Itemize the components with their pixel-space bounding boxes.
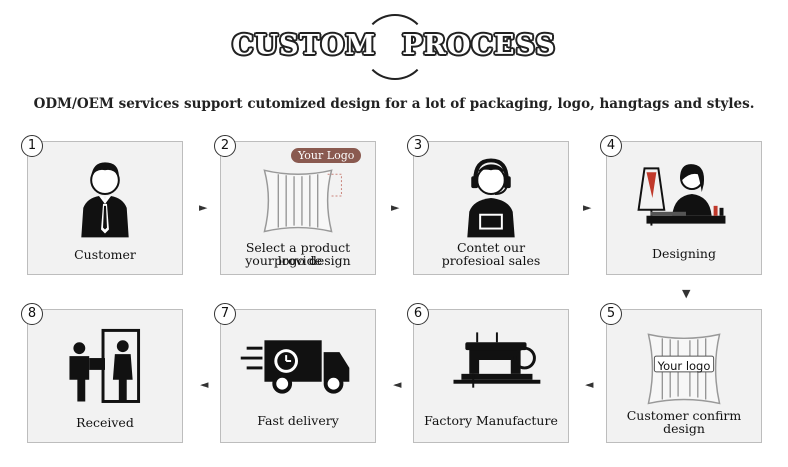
logo-tag: Your Logo	[291, 148, 362, 163]
step-label-line1: Customer confirm	[626, 408, 742, 423]
title-decoration-arc	[362, 14, 428, 80]
corset-icon	[263, 169, 342, 233]
step-card-8: 8 Received	[21, 303, 183, 443]
arrow-left: ◄	[585, 378, 594, 391]
page-subtitle: ODM/OEM services support cutomized desig…	[33, 96, 755, 112]
person-icon	[81, 162, 129, 238]
step-label-line2: profesioal sales	[441, 253, 541, 268]
step-card-5: 5 Your logo Customer confirm design	[600, 303, 762, 443]
step-card-1: 1 Customer	[21, 135, 183, 275]
arrow-left: ◄	[393, 378, 402, 391]
step-number: 1	[21, 135, 43, 157]
step-label-line1: Contet our	[456, 240, 526, 255]
step-number: 3	[407, 135, 429, 157]
designer-icon	[637, 164, 726, 226]
step-number: 2	[214, 135, 236, 157]
step-label: Customer	[74, 247, 136, 262]
page-title: CUSTOM PROCESS	[0, 30, 788, 61]
step-number: 7	[214, 303, 236, 325]
step-label-line2: design	[663, 421, 705, 436]
title-part-custom: CUSTOM	[232, 30, 377, 61]
step-label: Designing	[652, 246, 716, 261]
step-number: 4	[600, 135, 622, 157]
step-number: 8	[21, 303, 43, 325]
step-card-6: 6 Factory Manufacture	[407, 303, 569, 443]
step-label-line2: your logo design	[245, 253, 351, 268]
sewing-machine-icon	[453, 332, 541, 388]
step-card-2: 2 Your Logo Select a product provide you…	[214, 135, 376, 275]
step-card-3: 3 Contet our profesioal sales	[407, 135, 569, 275]
arrow-right: ►	[583, 201, 592, 214]
headset-agent-icon	[467, 158, 515, 238]
step-number: 6	[407, 303, 429, 325]
step-card-4: 4 Designing	[600, 135, 762, 275]
title-part-process: PROCESS	[402, 30, 556, 61]
step-label: Factory Manufacture	[424, 413, 558, 428]
arrow-right: ►	[391, 201, 400, 214]
arrow-right: ►	[199, 201, 208, 214]
step-label: Fast delivery	[257, 413, 339, 428]
corset-icon	[647, 333, 721, 405]
arrow-left: ◄	[200, 378, 209, 391]
step-card-7: 7 Fast delivery	[214, 303, 376, 443]
step-label: Received	[76, 415, 134, 430]
step-number: 5	[600, 303, 622, 325]
delivery-handover-icon	[69, 328, 141, 403]
step-label-line1: Select a product provide	[245, 240, 351, 268]
arrow-down: ▼	[682, 287, 691, 300]
delivery-truck-icon	[240, 340, 350, 394]
logo-tag: Your logo	[657, 359, 711, 373]
